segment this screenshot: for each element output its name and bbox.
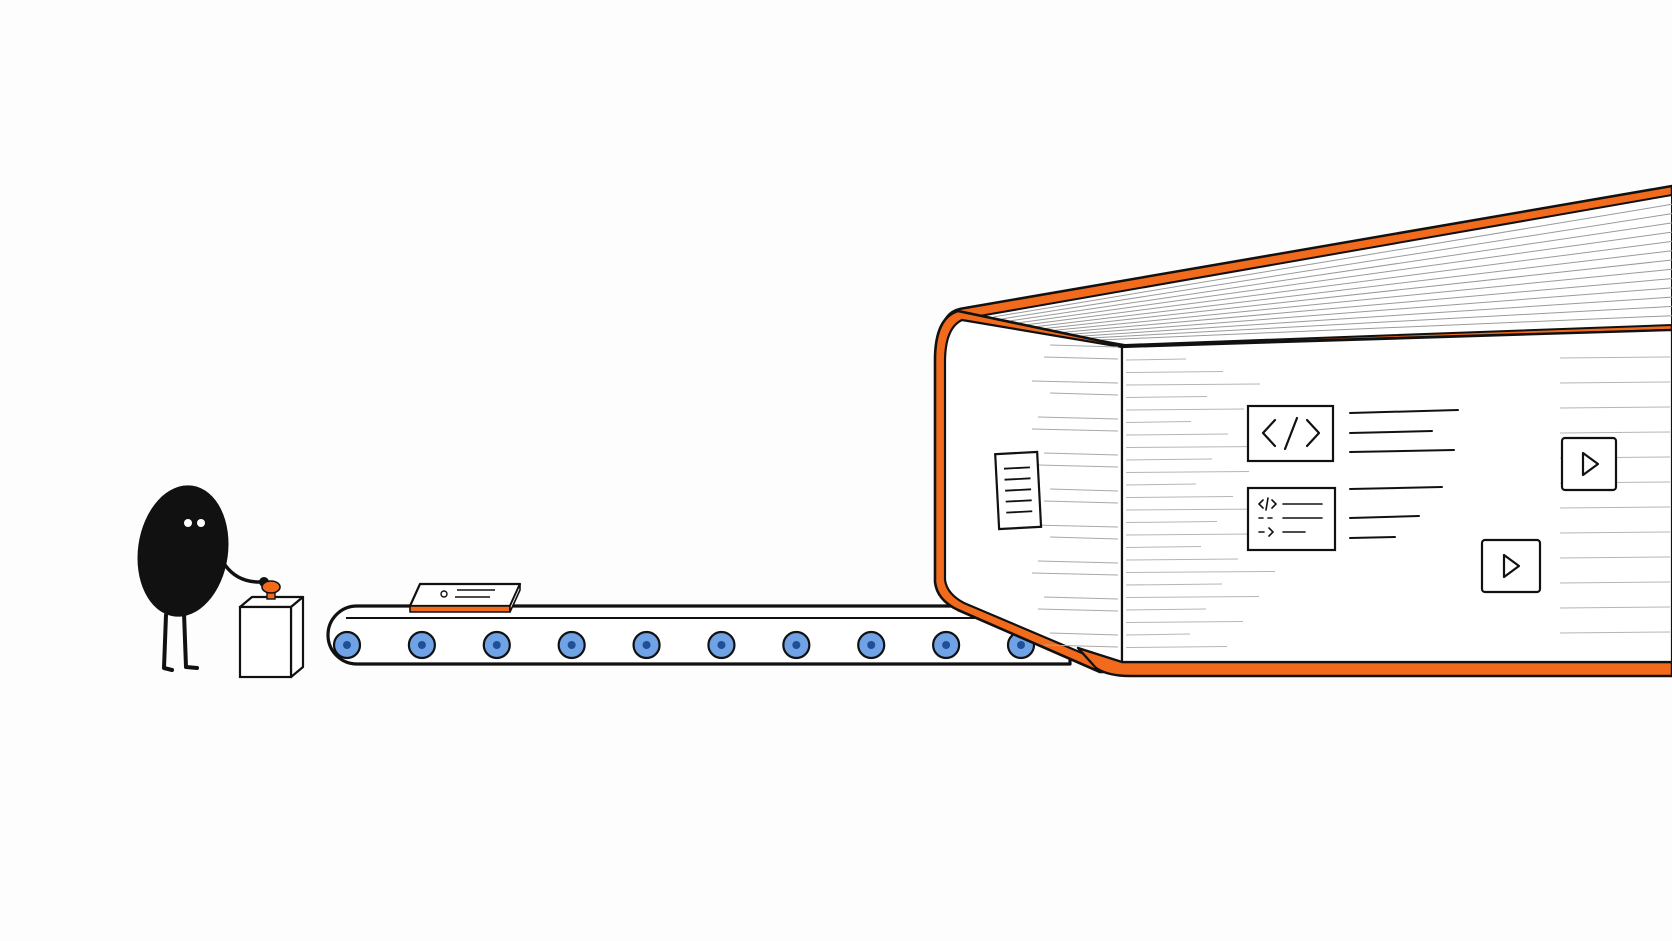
code-brackets-icon [1246,404,1335,463]
roller [332,630,362,660]
code-caption-lines [1349,409,1459,453]
roller [932,630,961,660]
roller [482,630,511,660]
document-card-icon [408,582,522,613]
roller [707,630,736,660]
play-icon [1560,436,1618,492]
conveyor-belt [326,604,1072,666]
list-caption-lines [1349,486,1443,539]
roller [782,630,811,660]
document-icon [994,450,1043,531]
book-illustration [933,184,1672,678]
conveyor-rollers [332,630,1036,660]
roller [557,630,586,660]
push-button-box-icon [238,580,305,679]
roller [407,630,436,660]
roller [632,630,661,660]
roller [857,630,886,660]
code-list-icon [1246,486,1337,552]
play-icon [1480,538,1542,594]
